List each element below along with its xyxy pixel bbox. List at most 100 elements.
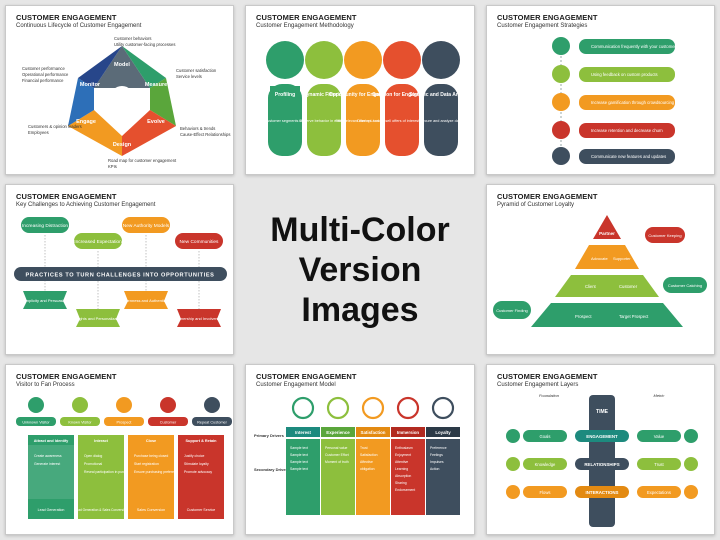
model-item: Personal value bbox=[325, 446, 348, 450]
strategy-label: Communicate new features and updates bbox=[591, 154, 666, 159]
pyramid-level-3 bbox=[555, 275, 659, 297]
segment-label-evolve: Evolve bbox=[147, 119, 165, 125]
model-col-5: Loyalty Preference Feelings Impulses Act… bbox=[426, 427, 460, 515]
model-item: Impulses bbox=[430, 460, 444, 464]
column-bullet: Purchase being closed bbox=[134, 454, 168, 458]
methodology-diagram: Profiling Identify customer segments in … bbox=[252, 41, 473, 156]
slide-subtitle: Pyramid of Customer Loyalty bbox=[497, 202, 575, 208]
pyramid-label: Supporter bbox=[613, 256, 631, 261]
model-item: Sample text bbox=[290, 453, 308, 457]
stage-label: Customer bbox=[160, 421, 177, 425]
model-item: Endorsement bbox=[395, 488, 415, 492]
pyramid-label: Advocate bbox=[591, 256, 608, 261]
challenge-label: Increasing Distraction bbox=[22, 223, 68, 229]
slide-title: CUSTOMER ENGAGEMENT bbox=[497, 192, 598, 201]
slide-visitor-to-fan[interactable]: CUSTOMER ENGAGEMENT Visitor to Fan Proce… bbox=[5, 364, 234, 535]
segment-design bbox=[68, 110, 122, 156]
column-foot: Lead Generation & Sales Conversion bbox=[75, 508, 128, 512]
slide-title: CUSTOMER ENGAGEMENT bbox=[16, 372, 117, 381]
note-text: Employees bbox=[28, 130, 49, 135]
method-step-5: Statistic and Data Analysis Secure and a… bbox=[409, 41, 473, 156]
column-bullet: Reveal participation in purchasing bbox=[84, 470, 135, 474]
practice-bottom-2 bbox=[76, 309, 120, 327]
slide-engagement-layers[interactable]: CUSTOMER ENGAGEMENT Customer Engagement … bbox=[486, 364, 715, 535]
model-item: Enjoyment bbox=[395, 453, 411, 457]
segment-label-model: Model bbox=[114, 62, 130, 68]
note-text: KPIs bbox=[108, 164, 117, 169]
layer-center-label: INTERACTIONS bbox=[586, 490, 619, 495]
column-foot: Lead Generation bbox=[38, 508, 65, 512]
strategy-label: Communication frequently with your custo… bbox=[591, 44, 677, 49]
practices-banner bbox=[14, 267, 227, 281]
slide-subtitle: Continuous Lifecycle of Customer Engagem… bbox=[16, 23, 142, 29]
challenge-label: Increased Expectation bbox=[74, 239, 122, 245]
step-desc: Identify customer segments in real time bbox=[252, 119, 318, 123]
slide-subtitle: Customer Engagement Strategies bbox=[497, 23, 588, 29]
driver-label: Primary Drivers bbox=[254, 433, 285, 438]
stage-label: Known Visitor bbox=[68, 421, 92, 425]
note-text: Customer satisfaction bbox=[176, 68, 217, 73]
driver-label: Secondary Drivers bbox=[254, 467, 290, 472]
model-item: obligation bbox=[360, 467, 375, 471]
stage-label: Prospect bbox=[117, 421, 133, 425]
fan-column-4: Support & Retain Justify choice Stimulat… bbox=[178, 435, 224, 519]
step-label: Solution for Engagement bbox=[372, 92, 432, 98]
slide-pyramid[interactable]: CUSTOMER ENGAGEMENT Pyramid of Customer … bbox=[486, 184, 715, 355]
strategy-item-3: Increase gamification through crowdsourc… bbox=[552, 93, 675, 111]
note-text: Cause-Effect Relationships bbox=[180, 132, 230, 137]
model-item: Customer Effort bbox=[325, 453, 349, 457]
model-col-head: Loyalty bbox=[435, 430, 451, 435]
model-item: Feelings bbox=[430, 453, 443, 457]
pyramid-apex-label: Partner bbox=[599, 231, 615, 236]
slide-strategies[interactable]: CUSTOMER ENGAGEMENT Customer Engagement … bbox=[486, 5, 715, 175]
layer-left-label: Knowledge bbox=[535, 462, 556, 467]
method-step-2: Dynamic Filtering Observe behavior in re… bbox=[299, 41, 349, 156]
note-text: Operational performance bbox=[22, 72, 69, 77]
note-text: Road map for customer engagement bbox=[108, 158, 177, 163]
slide-title: CUSTOMER ENGAGEMENT bbox=[16, 192, 117, 201]
method-step-4: Solution for Engagement Offer up- / cros… bbox=[357, 41, 447, 156]
callout-label: Customer Finding bbox=[496, 308, 528, 313]
model-item: Action bbox=[430, 467, 440, 471]
model-item: Sample text bbox=[290, 446, 308, 450]
column-head: Attract and Identify bbox=[34, 439, 69, 443]
visitor-fan-diagram: Unknown Visitor Known Visitor Prospect C… bbox=[16, 397, 232, 519]
column-foot: Sales Conversion bbox=[137, 508, 165, 512]
segment-label-design: Design bbox=[113, 142, 132, 148]
strategy-item-4: Increase retention and decrease churn bbox=[552, 121, 675, 139]
slide-title: CUSTOMER ENGAGEMENT bbox=[497, 13, 598, 22]
slide-engagement-model[interactable]: CUSTOMER ENGAGEMENT Customer Engagement … bbox=[245, 364, 475, 535]
layer-right-label: Value bbox=[654, 434, 665, 439]
practice-label: Insights and Personalization bbox=[73, 316, 123, 321]
segment-evolve bbox=[122, 110, 176, 156]
pyramid-label: Customer bbox=[619, 284, 638, 289]
callout-catching bbox=[663, 277, 707, 293]
slide-subtitle: Customer Engagement Model bbox=[256, 382, 336, 388]
pillar-label: TIME bbox=[596, 409, 609, 415]
callout-label: Customer Catching bbox=[668, 283, 702, 288]
slide-challenges[interactable]: CUSTOMER ENGAGEMENT Key Challenges to Ac… bbox=[5, 184, 234, 355]
model-item: Affective bbox=[360, 460, 373, 464]
metric-heading: Metric bbox=[654, 393, 665, 398]
pyramid-diagram: Partner Advocate Supporter Client Custom… bbox=[493, 215, 707, 327]
column-bullet: Promotional bbox=[84, 462, 102, 466]
segment-label-engage: Engage bbox=[76, 119, 96, 125]
slide-methodology[interactable]: CUSTOMER ENGAGEMENT Customer Engagement … bbox=[245, 5, 475, 175]
layer-right-label: Trust bbox=[654, 462, 664, 467]
slide-title: CUSTOMER ENGAGEMENT bbox=[16, 13, 117, 22]
slide-subtitle: Customer Engagement Methodology bbox=[256, 23, 354, 29]
pyramid-level-4 bbox=[531, 303, 683, 327]
model-col-2: Experience Personal value Customer Effor… bbox=[321, 427, 355, 515]
slide-lifecycle[interactable]: CUSTOMER ENGAGEMENT Continuous Lifecycle… bbox=[5, 5, 234, 175]
model-item: Satisfaction bbox=[360, 453, 378, 457]
column-bullet: Generate interest bbox=[34, 462, 60, 466]
practice-label: Simplicity and Persuasion bbox=[22, 298, 68, 303]
practices-banner-text: PRACTICES TO TURN CHALLENGES INTO OPPORT… bbox=[26, 273, 215, 279]
fan-column-1: Attract and Identify Create awareness Ge… bbox=[28, 435, 74, 519]
slide-subtitle: Key Challenges to Achieving Customer Eng… bbox=[16, 202, 156, 208]
column-foot: Customer Service bbox=[187, 508, 216, 512]
column-bullet: Justify choice bbox=[184, 454, 204, 458]
challenges-diagram: Increasing Distraction Increased Expecta… bbox=[14, 217, 227, 327]
column-bullet: Create awareness bbox=[34, 454, 62, 458]
